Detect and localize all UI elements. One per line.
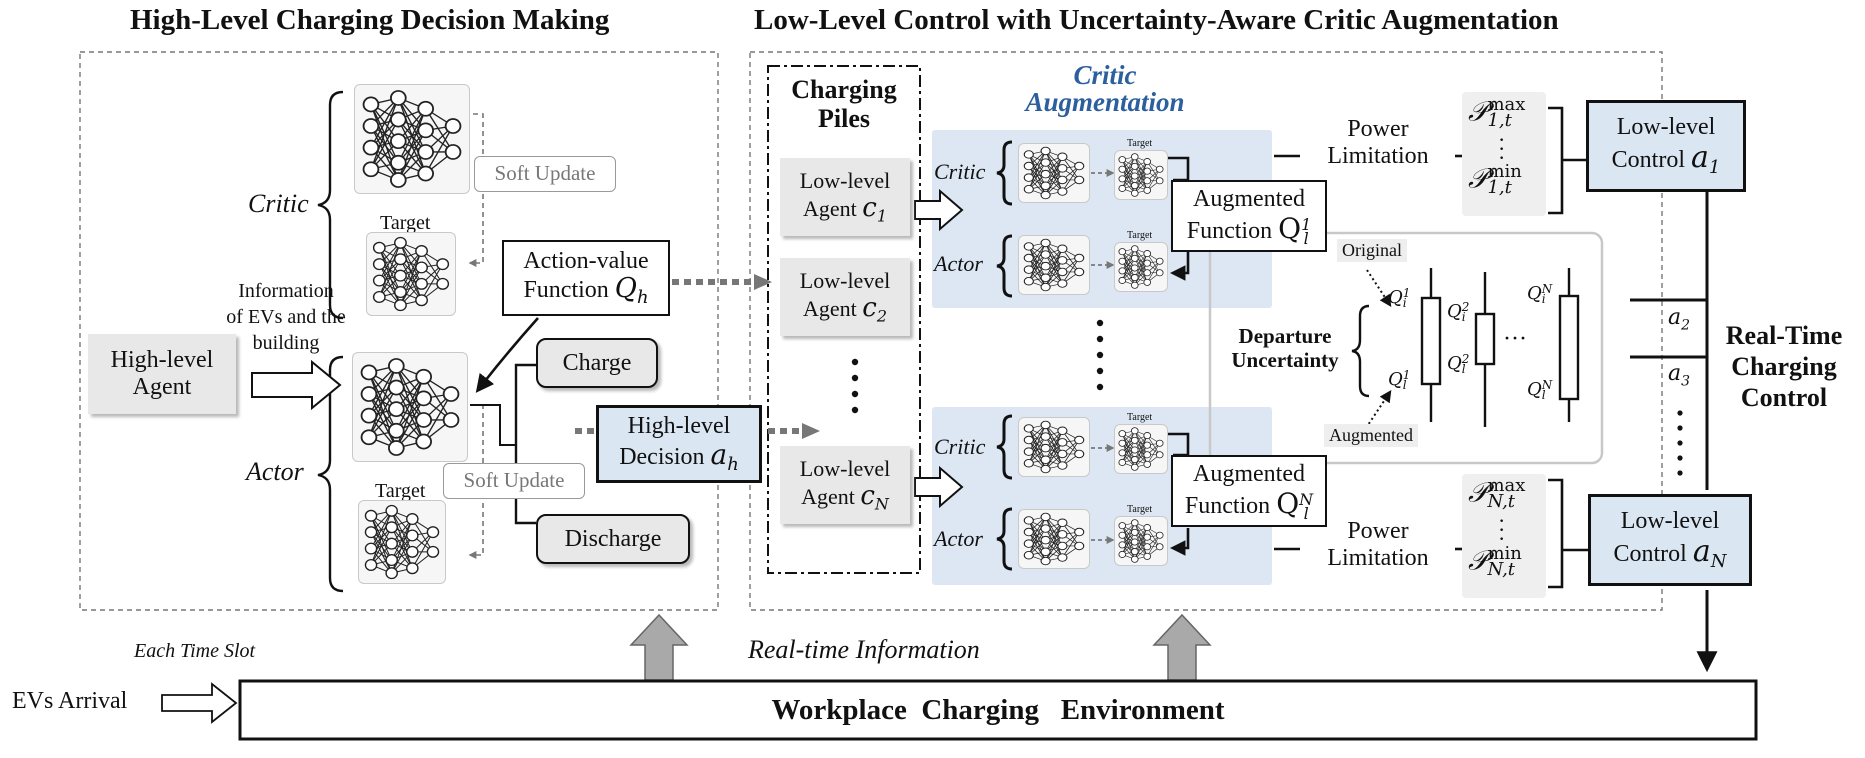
- agent-arrow: [251, 359, 342, 411]
- aug-target-1: Target: [1127, 138, 1153, 149]
- av-line-2: Function Qh: [523, 273, 649, 309]
- hl-critic-label: Critic: [248, 189, 309, 218]
- p-limits-bottom: [1462, 474, 1546, 598]
- p-limits-top: [1462, 92, 1546, 216]
- left-title: High-Level Charging Decision Making: [130, 4, 610, 36]
- actor-brace: [317, 355, 344, 593]
- right-title: Low-Level Control with Uncertainty-Aware…: [754, 4, 1559, 36]
- left-panel: [79, 51, 719, 611]
- hl-target-label-top: Target: [380, 212, 431, 234]
- info-text-1: Information: [238, 280, 334, 302]
- action-value-function-box: Action-value Function Qh: [502, 240, 670, 316]
- aug-actor-label-top: Actor: [934, 251, 983, 276]
- low-level-agent-cN: Low-level Agent cN: [780, 446, 910, 524]
- aug-critic-label-bottom: Critic: [934, 434, 986, 459]
- high-level-decision-box: High-level Decision ah: [596, 405, 762, 483]
- aug-critic-net-bottom-icon: [1018, 417, 1090, 477]
- p-dots-top: ···: [1498, 127, 1506, 170]
- av-line-1: Action-value: [523, 247, 649, 274]
- hl-critic-network-icon: [354, 84, 470, 194]
- original-tag: Original: [1337, 239, 1407, 262]
- a3-label: a3: [1668, 361, 1691, 390]
- charge-box: Charge: [536, 338, 658, 388]
- soft-update-bottom: Soft Update: [443, 463, 585, 499]
- each-time-slot: Each Time Slot: [134, 640, 256, 662]
- soft-update-top: Soft Update: [474, 156, 616, 192]
- aug-actor-target-bottom-icon: [1114, 516, 1168, 566]
- decision-line-2: Decision ah: [619, 438, 739, 476]
- low-level-control-aN: Low-level Control aN: [1588, 494, 1752, 586]
- aug-actor-label-bottom: Actor: [934, 526, 983, 551]
- aug-critic-target-bottom-icon: [1114, 424, 1168, 474]
- high-level-agent-box: High-level Agent: [88, 334, 236, 414]
- uncertainty-panel: [1208, 231, 1604, 465]
- agent-line-1: High-level: [110, 347, 214, 374]
- right-panel: [749, 51, 1663, 611]
- aug-critic-net-top-icon: [1018, 143, 1090, 203]
- realtime-arrow-right: [1152, 613, 1212, 681]
- aug-actor-net-top-icon: [1018, 235, 1090, 295]
- aug-critic-label-top: Critic: [934, 159, 986, 184]
- hl-critic-target-network-icon: [366, 232, 456, 316]
- aug-target-2: Target: [1127, 230, 1153, 241]
- evs-arrival: EVs Arrival: [12, 688, 128, 714]
- hl-actor-target-network-icon: [358, 500, 446, 584]
- aug-critic-target-top-icon: [1114, 150, 1168, 200]
- low-level-control-a1: Low-level Control a1: [1586, 100, 1746, 192]
- a2-label: a2: [1668, 305, 1691, 334]
- info-text-3: building: [252, 332, 320, 354]
- discharge-box: Discharge: [536, 514, 690, 564]
- low-level-agent-c2: Low-level Agent c2: [780, 258, 910, 336]
- workplace-charging-environment: Workplace Charging Environment: [771, 693, 1225, 726]
- aug-actor-net-bottom-icon: [1018, 509, 1090, 569]
- low-level-agent-c1: Low-level Agent c1: [780, 158, 910, 236]
- aug-target-3: Target: [1127, 412, 1153, 423]
- aug-target-4: Target: [1127, 504, 1153, 515]
- hl-actor-network-icon: [352, 352, 468, 462]
- hl-actor-label: Actor: [246, 457, 304, 486]
- realtime-arrow-left: [629, 613, 689, 681]
- critic-brace: [317, 90, 344, 320]
- p-dots-bottom: ···: [1498, 508, 1506, 551]
- aug-actor-target-top-icon: [1114, 242, 1168, 292]
- agent-line-2: Agent: [132, 374, 192, 400]
- uncertainty-ellipsis: ···: [1503, 326, 1527, 352]
- charging-piles-panel: [767, 65, 921, 574]
- augmented-tag: Augmented: [1324, 424, 1418, 447]
- info-text-2: of EVs and the: [226, 306, 346, 328]
- hl-target-label-bottom: Target: [375, 480, 426, 502]
- decision-line-1: High-level: [627, 412, 731, 439]
- realtime-information: Real-time Information: [748, 635, 980, 664]
- environment-box: [238, 679, 1758, 741]
